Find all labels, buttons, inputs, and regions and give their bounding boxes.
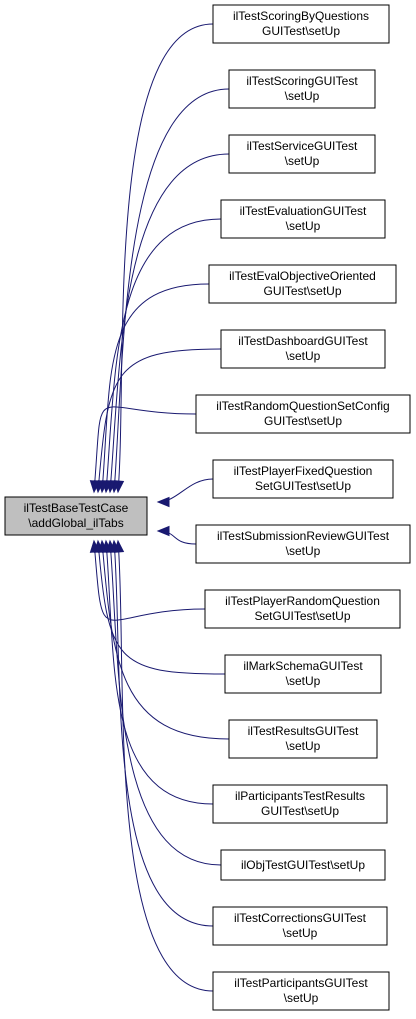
caller-label-line2: \setUp (286, 219, 321, 233)
caller-node[interactable]: ilTestScoringGUITest\setUp (228, 69, 376, 109)
arrowhead (156, 525, 170, 537)
caller-label-line1: ilTestPlayerFixedQuestion (234, 464, 373, 478)
caller-node[interactable]: ilTestDashboardGUITest\setUp (220, 329, 386, 369)
caller-label-line2: \setUp (285, 89, 320, 103)
caller-label-line2: \setUp (284, 991, 319, 1005)
arrowhead (113, 539, 125, 553)
call-edge (97, 348, 222, 493)
caller-label-line1: ilTestCorrectionsGUITest (234, 911, 367, 925)
caller-label-line1: ilObjTestGUITest\setUp (241, 858, 365, 872)
caller-label-line2: \setUp (286, 739, 321, 753)
caller-label-line2: GUITest\setUp (263, 284, 341, 298)
arrowhead (89, 480, 101, 494)
caller-label-line2: \setUp (285, 154, 320, 168)
caller-node[interactable]: ilTestParticipantsGUITest\setUp (212, 971, 390, 1011)
call-edges (89, 23, 230, 992)
caller-label-line1: ilMarkSchemaGUITest (243, 659, 363, 673)
caller-label-line1: ilTestScoringByQuestions (233, 9, 369, 23)
call-edge (117, 540, 214, 992)
call-edge (101, 283, 210, 493)
call-edge (105, 540, 214, 805)
caller-node[interactable]: ilTestCorrectionsGUITest\setUp (212, 906, 388, 946)
caller-label-line2: SetGUITest\setUp (254, 609, 350, 623)
caller-label-line2: GUITest\setUp (261, 804, 339, 818)
caller-node[interactable]: ilTestResultsGUITest\setUp (228, 719, 378, 759)
caller-label-line2: \setUp (286, 674, 321, 688)
call-edge (93, 540, 206, 621)
caller-label-line1: ilTestEvalObjectiveOriented (229, 269, 376, 283)
caller-label-line2: GUITest\setUp (262, 24, 340, 38)
caller-label-line2: \setUp (283, 926, 318, 940)
call-edge (109, 540, 222, 866)
call-edge (109, 153, 230, 493)
caller-node[interactable]: ilObjTestGUITest\setUp (220, 849, 386, 881)
call-edge (97, 540, 226, 675)
caller-label-line2: SetGUITest\setUp (255, 479, 351, 493)
caller-node[interactable]: ilTestEvaluationGUITest\setUp (220, 199, 386, 239)
caller-node[interactable]: ilTestSubmissionReviewGUITest\setUp (195, 524, 411, 564)
arrowhead (156, 496, 170, 508)
caller-label-line1: ilTestPlayerRandomQuestion (225, 594, 380, 608)
caller-node[interactable]: ilTestPlayerFixedQuestionSetGUITest\setU… (212, 459, 394, 499)
caller-label-line1: ilTestServiceGUITest (247, 139, 358, 153)
caller-node[interactable]: ilTestServiceGUITest\setUp (228, 134, 376, 174)
root-label-line2: \addGlobal_ilTabs (28, 516, 123, 530)
caller-label-line1: ilTestScoringGUITest (246, 74, 358, 88)
caller-node[interactable]: ilTestPlayerRandomQuestionSetGUITest\set… (204, 589, 401, 629)
call-edge (117, 23, 214, 493)
caller-label-line2: \setUp (286, 349, 321, 363)
call-edge (93, 406, 197, 493)
caller-node[interactable]: ilMarkSchemaGUITest\setUp (224, 654, 382, 694)
caller-node[interactable]: ilTestRandomQuestionSetConfigGUITest\set… (195, 394, 411, 434)
call-edge (113, 540, 214, 927)
caller-label-line1: ilTestRandomQuestionSetConfig (216, 399, 389, 413)
root-node[interactable]: ilTestBaseTestCase \addGlobal_ilTabs (4, 496, 148, 536)
caller-label-line2: GUITest\setUp (264, 414, 342, 428)
caller-label-line1: ilTestDashboardGUITest (238, 334, 368, 348)
caller-label-line1: ilTestParticipantsGUITest (234, 976, 368, 990)
call-edge (101, 540, 230, 740)
root-label-line1: ilTestBaseTestCase (24, 501, 129, 515)
caller-label-line1: ilTestSubmissionReviewGUITest (217, 529, 390, 543)
caller-label-line1: ilTestResultsGUITest (248, 724, 359, 738)
call-edge (113, 88, 230, 493)
call-edge (105, 218, 222, 493)
caller-label-line1: ilParticipantsTestResults (235, 789, 365, 803)
caller-label-line1: ilTestEvaluationGUITest (240, 204, 367, 218)
caller-label-line2: \setUp (286, 544, 321, 558)
graph-nodes: ilTestBaseTestCase \addGlobal_ilTabs ilT… (4, 4, 411, 1011)
